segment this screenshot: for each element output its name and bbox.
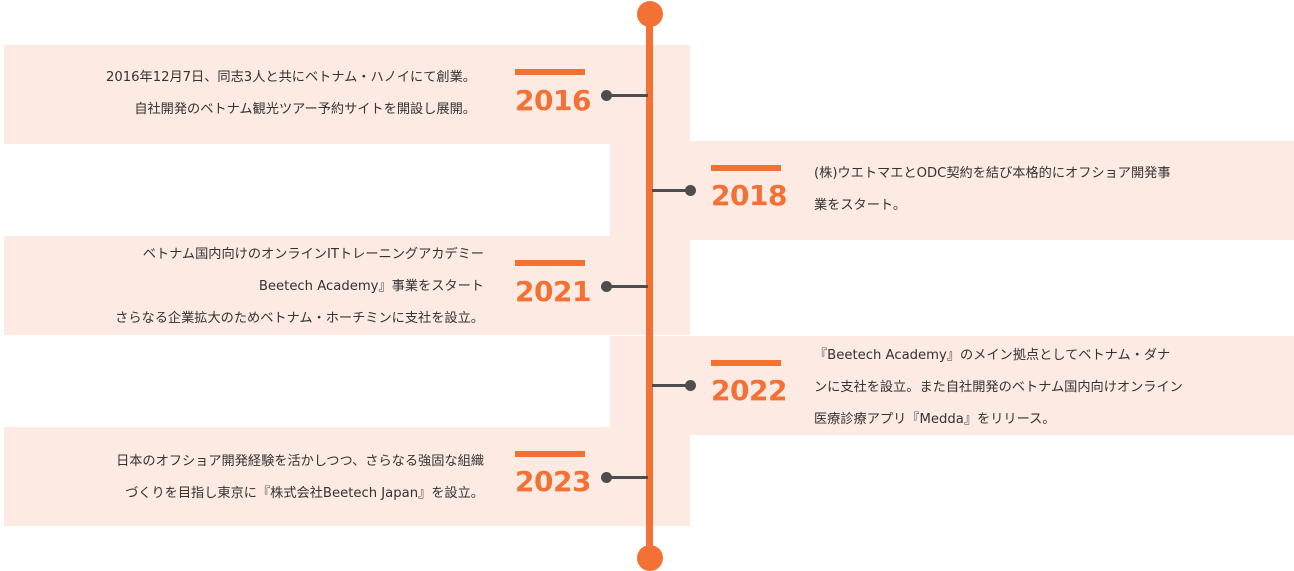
event-line: 業をスタート。 bbox=[814, 198, 907, 213]
panel-2022 bbox=[610, 336, 1294, 435]
connector-dot-2018 bbox=[685, 185, 696, 196]
connector-dot-2023 bbox=[601, 472, 612, 483]
connector-dot-2022 bbox=[685, 380, 696, 391]
panel-2023 bbox=[4, 427, 690, 526]
year-label-2021: 2021 bbox=[515, 275, 591, 308]
panel-2021 bbox=[4, 236, 690, 335]
connector-2021 bbox=[606, 285, 648, 288]
year-label-2022: 2022 bbox=[711, 374, 787, 407]
event-text-2023: 日本のオフショア開発経験を活かしつつ、さらなる強固な組織 づくりを目指し東京に『… bbox=[116, 446, 484, 510]
panel-2018 bbox=[610, 141, 1294, 240]
event-line: 医療診療アプリ『Medda』をリリース。 bbox=[814, 412, 1056, 427]
year-label-2018: 2018 bbox=[711, 179, 787, 212]
event-text-2018: (株)ウエトマエとODC契約を結び本格的にオフショア開発事 業をスタート。 bbox=[814, 158, 1171, 222]
year-label-2016: 2016 bbox=[515, 84, 591, 117]
year-label-2023: 2023 bbox=[515, 465, 591, 498]
event-line: 日本のオフショア開発経験を活かしつつ、さらなる強固な組織 bbox=[116, 454, 484, 469]
event-line: 自社開発のベトナム観光ツアー予約サイトを開設し展開。 bbox=[134, 102, 476, 117]
timeline-axis bbox=[646, 12, 653, 559]
event-line: ンに支社を設立。また自社開発のベトナム国内向けオンライン bbox=[814, 380, 1183, 395]
event-line: (株)ウエトマエとODC契約を結び本格的にオフショア開発事 bbox=[814, 166, 1171, 181]
connector-dot-2021 bbox=[601, 281, 612, 292]
connector-2016 bbox=[606, 94, 648, 97]
year-bar-2023 bbox=[515, 451, 585, 457]
timeline-end-dot bbox=[637, 545, 663, 571]
event-text-2021: ベトナム国内向けのオンラインITトレーニングアカデミー Beetech Acad… bbox=[115, 239, 484, 335]
connector-2023 bbox=[606, 476, 648, 479]
event-line: ベトナム国内向けのオンラインITトレーニングアカデミー bbox=[142, 247, 484, 262]
year-bar-2016 bbox=[515, 69, 585, 75]
connector-2022 bbox=[652, 384, 690, 387]
connector-2018 bbox=[652, 189, 690, 192]
event-line: 『Beetech Academy』のメイン拠点としてベトナム・ダナ bbox=[814, 348, 1171, 363]
year-bar-2022 bbox=[711, 360, 781, 366]
event-line: 2016年12月7日、同志3人と共にベトナム・ハノイにて創業。 bbox=[105, 70, 476, 85]
year-bar-2018 bbox=[711, 165, 781, 171]
year-bar-2021 bbox=[515, 260, 585, 266]
event-text-2022: 『Beetech Academy』のメイン拠点としてベトナム・ダナ ンに支社を設… bbox=[814, 340, 1183, 436]
event-text-2016: 2016年12月7日、同志3人と共にベトナム・ハノイにて創業。 自社開発のベトナ… bbox=[106, 62, 476, 126]
connector-dot-2016 bbox=[601, 90, 612, 101]
event-line: づくりを目指し東京に『株式会社Beetech Japan』を設立。 bbox=[125, 486, 484, 501]
event-line: さらなる企業拡大のためベトナム・ホーチミンに支社を設立。 bbox=[115, 311, 484, 326]
event-line: Beetech Academy』事業をスタート bbox=[258, 279, 484, 294]
timeline-start-dot bbox=[637, 1, 663, 27]
panel-2016 bbox=[4, 45, 690, 144]
